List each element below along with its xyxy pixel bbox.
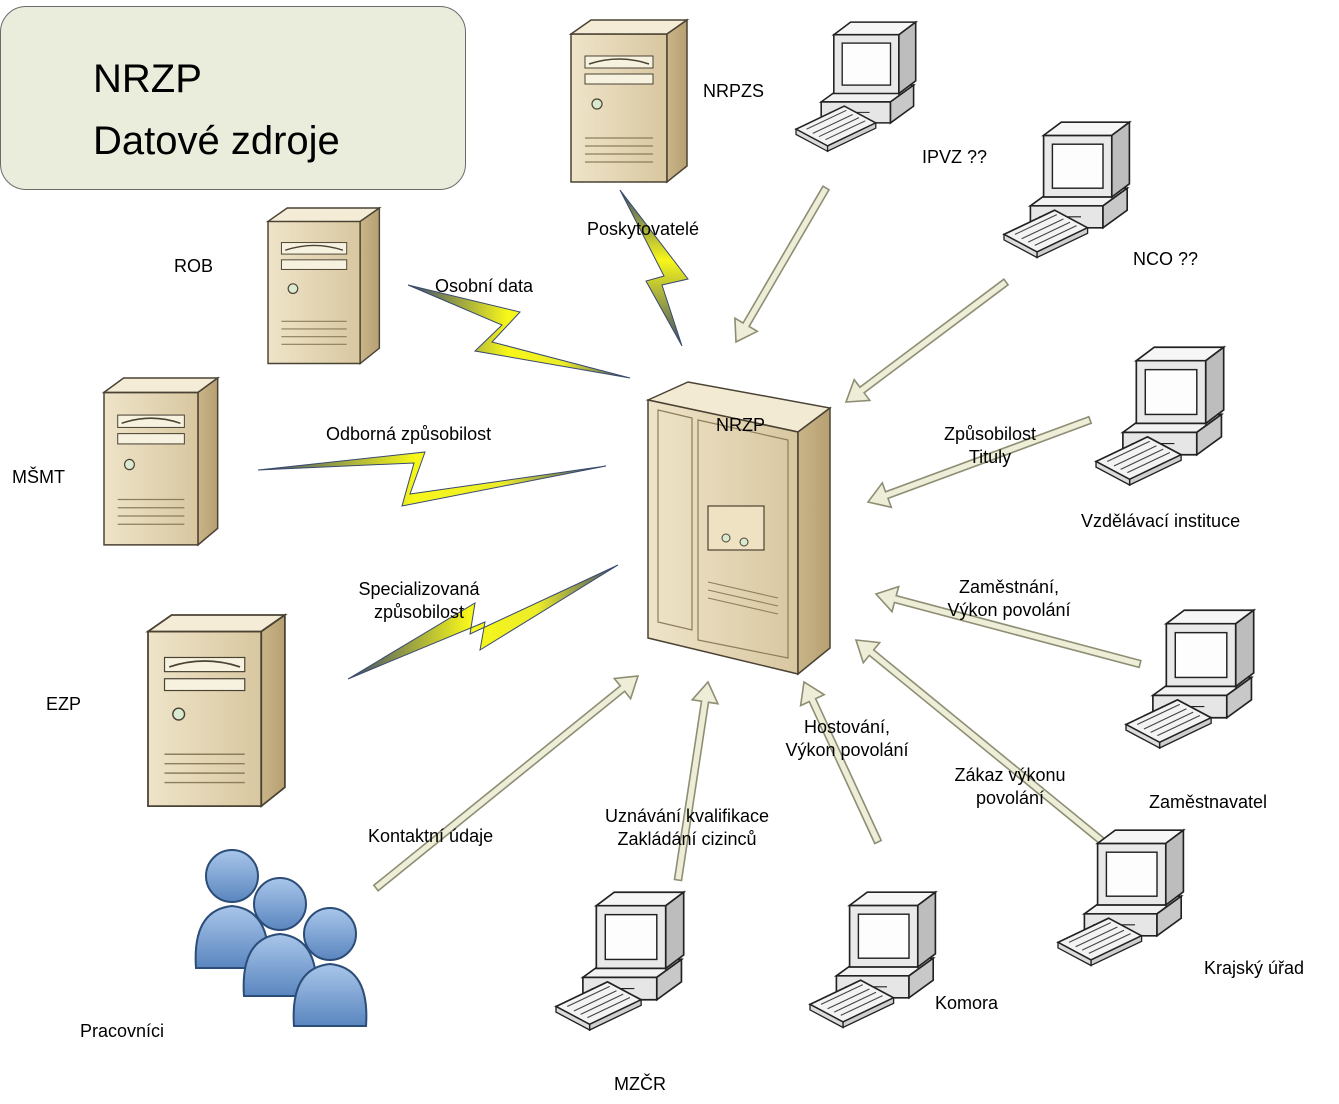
edge-label-hostovani: Hostování, Výkon povolání [764,716,930,763]
flow-arrows [372,185,1142,892]
server-icon-nrpzs[interactable] [570,19,688,183]
computer-icon-nco[interactable] [1003,121,1131,259]
server-icon-msmt[interactable] [103,377,219,546]
edge-label-hostovani-line-2: Výkon povolání [785,740,909,761]
computer-icon-mzcr[interactable] [555,891,685,1031]
arrow-mzcr [673,680,720,882]
computer-icon-komora[interactable] [809,891,937,1029]
edge-label-zpusobilost-line-2: Tituly [968,447,1012,468]
node-label-vzdelavaci: Vzdělávací instituce [1081,511,1241,531]
node-label-komora: Komora [935,993,999,1013]
edge-label-poskytovatele: Poskytovatelé [587,219,700,239]
node-label-pracovnici: Pracovníci [80,1021,165,1041]
node-label-rob: ROB [174,256,214,276]
arrow-nco [844,278,1010,403]
computer-icon-ipvz[interactable] [795,21,917,153]
edge-label-uznavani-line-2: Zakládání cizinců [617,829,757,850]
edge-label-uznavani: Uznávání kvalifikace Zakládání cizinců [582,805,792,852]
node-label-nco: NCO ?? [1133,249,1199,269]
edge-label-zamestnani: Zaměstnání, Výkon povolání [926,576,1092,623]
edge-label-specializovana-line-2: způsobilost [373,602,465,623]
title-box: NRZP Datové zdroje [0,6,466,190]
server-icon-rob[interactable] [267,207,381,365]
arrow-ipvz [734,185,831,344]
node-label-nrzp: NRZP [716,415,765,435]
people-icon-pracovnici[interactable] [194,849,368,1027]
edge-label-specializovana-line-1: Specializovaná [358,579,480,599]
node-label-ipvz: IPVZ ?? [922,147,988,167]
node-label-msmt: MŠMT [12,467,65,487]
edge-label-odborna: Odborná způsobilost [326,424,492,444]
edge-label-zpusobilost: Způsobilost Tituly [926,423,1054,470]
node-label-zamestnavatel: Zaměstnavatel [1149,792,1268,812]
arrow-komora [799,680,883,845]
computer-icon-vzdelavaci[interactable] [1095,346,1225,486]
arrow-pracovnici [372,675,640,892]
edge-label-osobni-data: Osobní data [435,276,534,296]
edge-label-hostovani-line-1: Hostování, [803,717,891,737]
edge-label-zpusobilost-line-1: Způsobilost [943,424,1037,444]
edge-label-zakaz-line-1: Zákaz výkonu [954,765,1066,785]
title-line-2: Datové zdroje [93,119,340,163]
server-icon-ezp[interactable] [147,614,286,808]
node-label-ezp: EZP [46,694,82,714]
link-bolt-nrpzs [619,189,689,347]
node-label-mzcr: MZČR [614,1074,666,1094]
title-line-1: NRZP [93,57,202,101]
edge-label-zakaz: Zákaz výkonu povolání [932,764,1088,811]
edge-label-kontaktni: Kontaktní údaje [368,826,494,846]
server-icon-nrzp[interactable] [645,381,832,676]
edge-label-specializovana: Specializovaná způsobilost [340,578,498,625]
edge-label-zakaz-line-2: povolání [975,788,1045,809]
edge-label-zamestnani-line-2: Výkon povolání [947,600,1071,621]
arrow-krajsky [854,639,1112,850]
computer-icon-krajsky[interactable] [1057,829,1185,967]
node-label-krajsky: Krajský úřad [1204,958,1305,978]
edge-label-uznavani-line-1: Uznávání kvalifikace [604,806,770,826]
edge-label-zamestnani-line-1: Zaměstnání, [958,577,1060,597]
link-bolt-rob [407,284,631,379]
arrow-vzdelavaci [866,415,1093,509]
node-label-nrpzs: NRPZS [703,81,765,101]
arrow-zamestnavatel [874,585,1142,669]
link-bolt-msmt [257,451,607,507]
link-bolt-ezp [347,564,619,680]
computer-icon-zamestnavatel[interactable] [1125,609,1255,749]
